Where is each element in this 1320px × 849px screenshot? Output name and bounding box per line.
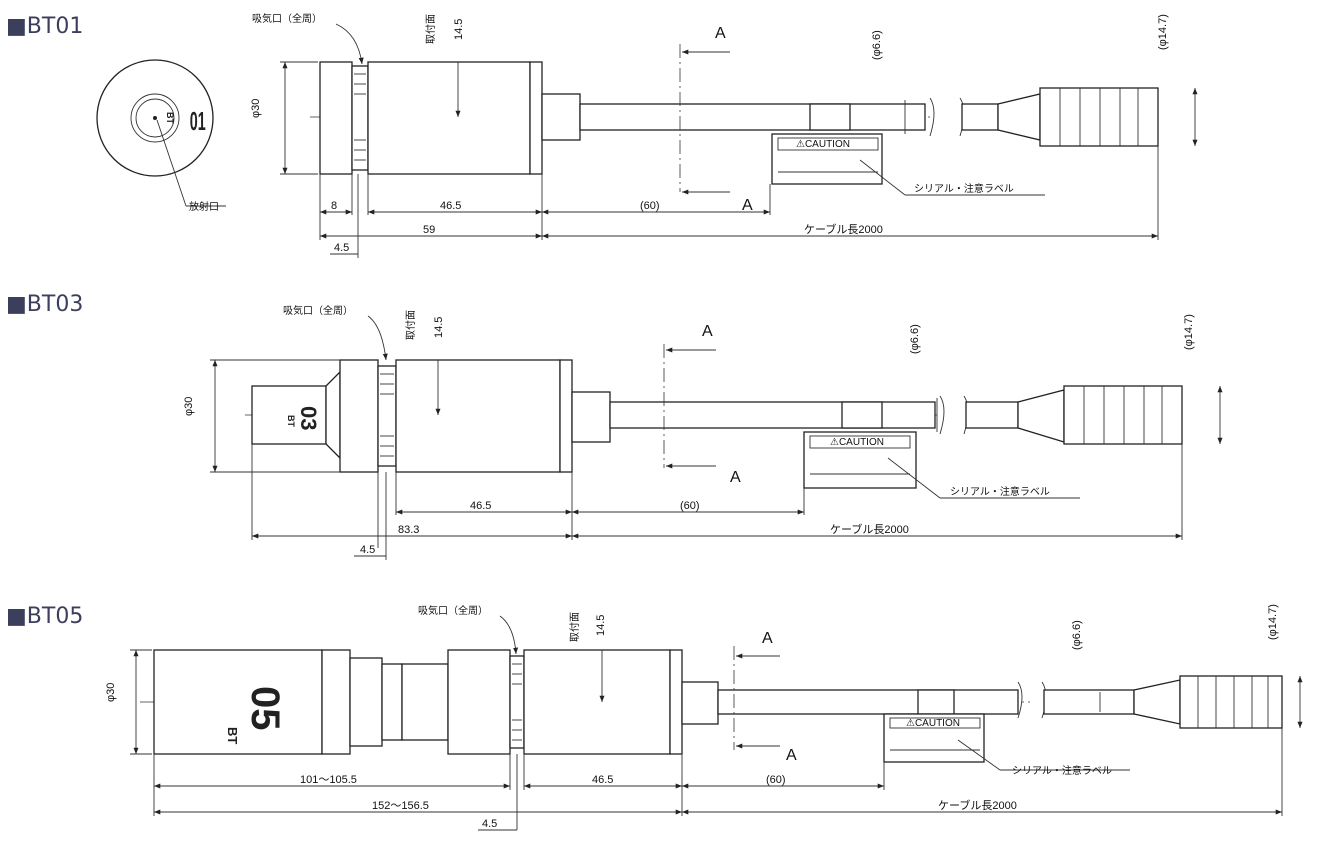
bt01-title: ■BT01 [6,14,83,39]
bt05-mount-label: 取付面 [568,612,581,642]
bt03-side-view: BT 03 [183,304,1223,560]
bt03-engrave-prefix: BT [286,415,296,427]
bt01-mount-dim: 14.5 [453,19,465,40]
bt03-caution: ⚠CAUTION [830,437,884,448]
bt01-section-a-top: A [715,25,726,42]
bt01-dim-gap: 4.5 [334,242,349,254]
bt01-intake-label: 吸気口（全周） [252,12,322,25]
bt05-dim-gap: 4.5 [482,818,497,830]
bt01-emit-label: 放射口 [189,200,219,213]
bt05-dim-body: 46.5 [592,774,613,786]
bt05-cable-len: ケーブル長2000 [938,798,1017,812]
bt01-side-view: ⚠CAUTION シリアル・注意ラベル A A 取付面 14.5 吸気口（全周）… [250,12,1198,258]
bt03-cable-len: ケーブル長2000 [830,522,909,536]
bt05-section-a-top: A [762,630,773,647]
bt03-section-a-top: A [702,323,713,340]
bt05-dia-connector: (φ14.7) [1267,604,1279,640]
bt05-caution: ⚠CAUTION [906,718,960,729]
bt05-dia-cable: (φ6.6) [1071,620,1083,650]
bt05-dim-offset: (60) [766,774,786,786]
bt01-caution: ⚠CAUTION [796,139,850,150]
bt03-dim-offset: (60) [680,500,700,512]
bt01-mount-label: 取付面 [424,14,437,44]
bt03-dim-len: 83.3 [398,524,419,536]
bt01-dia-cable: (φ6.6) [871,30,883,60]
bt03-intake-label: 吸気口（全周） [283,304,353,317]
bt05-side-view: BT 05 ⚠CAUTION シリアル・注意ラベル A A 取付面 14.5 吸… [105,604,1303,831]
bt05-section-a-bottom: A [786,747,797,764]
bt01-engrave-prefix: BT [165,112,175,124]
bt05-intake-label: 吸気口（全周） [418,604,488,617]
bt03-dim-body: 46.5 [470,500,491,512]
bt01-serial-label: シリアル・注意ラベル [914,182,1014,195]
bt03-serial-label: シリアル・注意ラベル [950,485,1050,498]
bt03-dia-cable: (φ6.6) [909,324,921,354]
bt05-dim-len: 152～156.5 [372,800,429,812]
bt05-engrave-prefix: BT [225,727,240,744]
bt03-dia-connector: (φ14.7) [1183,314,1195,350]
bt05-mount-dim: 14.5 [595,615,607,636]
bt01-drawing: ■BT01 BT 01 放射口 [6,12,1198,258]
bt03-drawing: ■BT03 BT 03 [6,292,1223,560]
bt05-dia-body: φ30 [105,683,117,702]
bt01-front-view: BT 01 放射口 [96,59,226,213]
bt03-mount-dim: 14.5 [433,317,445,338]
bt05-drawing: ■BT05 [6,604,1303,831]
bt01-engrave-num: 01 [190,108,206,137]
bt03-mount-label: 取付面 [404,310,417,340]
bt01-dim-ring: 8 [331,200,337,212]
bt05-title: ■BT05 [6,604,83,629]
bt01-dim-body: 46.5 [440,200,461,212]
bt03-engrave-num: 03 [296,406,321,430]
bt05-engrave-num: 05 [243,686,287,731]
bt05-dim-front: 101～105.5 [300,774,357,786]
bt03-dim-gap: 4.5 [360,544,375,556]
bt03-section-a-bottom: A [730,469,741,486]
bt03-title: ■BT03 [6,292,83,317]
bt01-cable-len: ケーブル長2000 [804,222,883,236]
bt01-dia-connector: (φ14.7) [1157,14,1169,50]
bt01-dim-len: 59 [423,224,435,236]
bt01-section-a-bottom: A [742,197,753,214]
bt05-serial-label: シリアル・注意ラベル [1012,764,1112,777]
bt01-dim-offset: (60) [640,200,660,212]
bt03-dia-body: φ30 [183,397,195,416]
bt01-dia-body: φ30 [250,99,262,118]
